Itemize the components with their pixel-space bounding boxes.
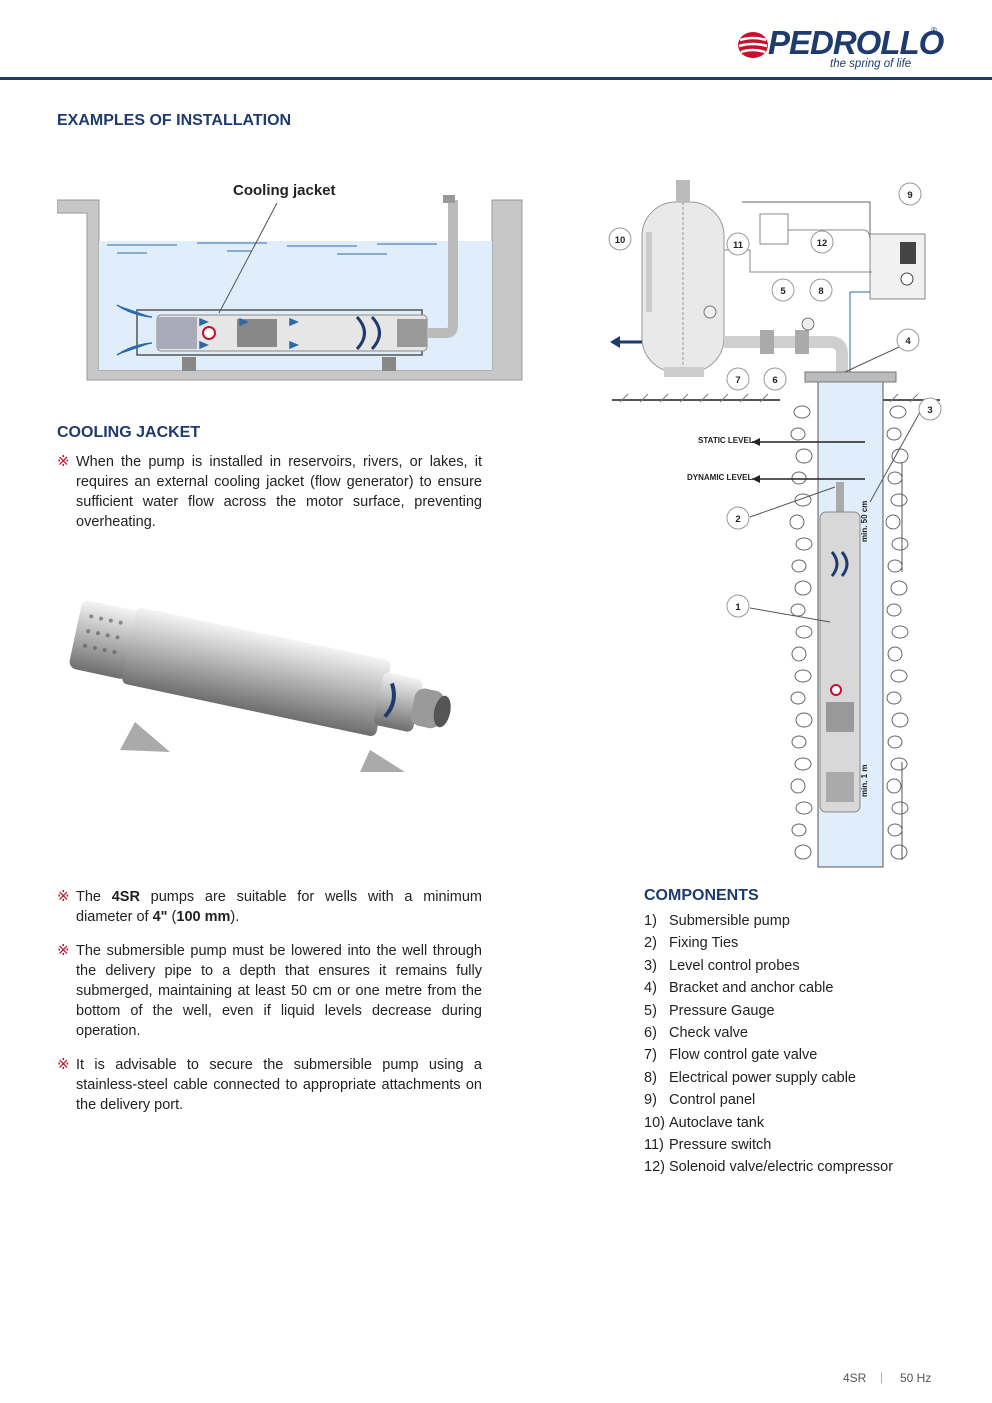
brand-tagline: the spring of life <box>830 58 912 70</box>
svg-text:2: 2 <box>735 514 740 525</box>
list-item: 8)Electrical power supply cable <box>644 1069 856 1086</box>
cooling-section-title: COOLING JACKET <box>57 424 201 441</box>
svg-text:7: 7 <box>735 375 740 386</box>
static-level-label: STATIC LEVEL <box>698 436 754 445</box>
cooling-jacket-label: Cooling jacket <box>233 182 336 199</box>
logo-mark-icon <box>738 32 768 58</box>
svg-text:4: 4 <box>905 336 911 347</box>
cooling-paragraph: ※ When the pump is installed in reservoi… <box>57 452 482 532</box>
footer-model: 4SR <box>843 1371 867 1385</box>
footer-frequency: 50 Hz <box>900 1371 932 1385</box>
components-list: 1)Submersible pump 2)Fixing Ties 3)Level… <box>644 910 944 1179</box>
list-item: 3)Level control probes <box>644 957 800 974</box>
min-50cm-label: min. 50 cm <box>860 500 869 542</box>
note-bullet-icon: ※ <box>57 942 70 959</box>
list-item: 2)Fixing Ties <box>644 935 739 952</box>
svg-text:8: 8 <box>818 286 823 297</box>
svg-text:5: 5 <box>780 286 786 297</box>
note-diameter-text: The 4SR pumps are suitable for wells wit… <box>76 889 482 925</box>
svg-text:12: 12 <box>817 238 828 249</box>
note-bullet-icon: ※ <box>57 1056 70 1073</box>
brand-name: PEDROLLO <box>768 24 944 61</box>
pedrollo-logo <box>736 22 946 74</box>
registered-mark: ® <box>930 26 938 35</box>
cooling-jacket-product-image <box>60 600 480 775</box>
cooling-text: When the pump is installed in reservoirs… <box>76 454 482 530</box>
list-item: 9)Control panel <box>644 1092 756 1109</box>
svg-text:11: 11 <box>733 240 744 251</box>
min-1m-label: min. 1 m <box>860 764 869 797</box>
svg-text:6: 6 <box>772 375 777 386</box>
note-depth: ※ The submersible pump must be lowered i… <box>57 941 482 1041</box>
note-cable: ※ It is advisable to secure the submersi… <box>57 1055 482 1115</box>
svg-text:9: 9 <box>907 190 912 201</box>
svg-text:1: 1 <box>735 602 741 613</box>
components-title: COMPONENTS <box>644 887 759 904</box>
cooling-jacket-diagram <box>56 175 527 385</box>
note-cable-text: It is advisable to secure the submersibl… <box>76 1057 482 1113</box>
note-diameter: ※ The 4SR pumps are suitable for wells w… <box>57 887 482 927</box>
note-bullet-icon: ※ <box>57 888 70 905</box>
well-installation-diagram: 1 2 3 4 5 6 7 8 9 10 11 12 STATIC LEVEL … <box>580 172 950 887</box>
list-item: 4)Bracket and anchor cable <box>644 980 834 997</box>
examples-title: EXAMPLES OF INSTALLATION <box>57 112 292 129</box>
list-item: 5)Pressure Gauge <box>644 1002 775 1019</box>
list-item: 1)Submersible pump <box>644 913 790 929</box>
header-rule <box>0 77 992 80</box>
list-item: 6)Check valve <box>644 1024 748 1041</box>
dynamic-level-label: DYNAMIC LEVEL <box>687 473 753 482</box>
svg-text:10: 10 <box>615 235 626 246</box>
list-item: 12)Solenoid valve/electric compressor <box>644 1159 894 1176</box>
list-item: 11)Pressure switch <box>644 1136 772 1153</box>
list-item: 7)Flow control gate valve <box>644 1047 818 1064</box>
footer-separator: | <box>880 1370 884 1384</box>
list-item: 10)Autoclave tank <box>644 1114 765 1131</box>
note-bullet-icon: ※ <box>57 453 70 470</box>
svg-text:3: 3 <box>927 405 932 416</box>
note-depth-text: The submersible pump must be lowered int… <box>76 943 482 1039</box>
